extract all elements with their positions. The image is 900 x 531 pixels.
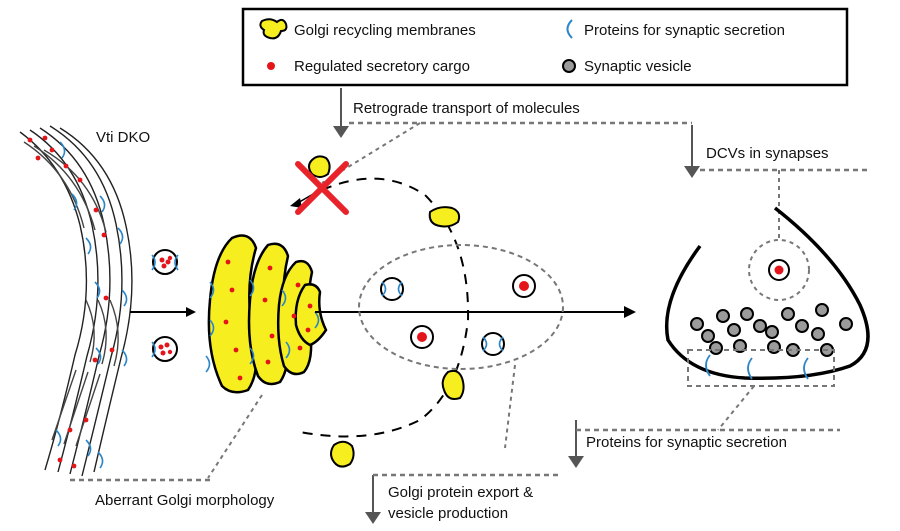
legend: Golgi recycling membranes Proteins for s… [241, 7, 849, 87]
condition-label: Vti DKO [96, 129, 150, 146]
transport-vesicle [152, 249, 178, 275]
golgi-export-label-line1: Golgi protein export & [388, 484, 533, 501]
synaptic-vesicle-icon [562, 59, 576, 73]
golgi-membrane-fragment [428, 206, 461, 228]
aberrant-golgi-annotation: Aberrant Golgi morphology [70, 394, 275, 509]
protein-vesicle [481, 332, 505, 356]
recycling-path [299, 177, 470, 438]
legend-vesicle-label: Synaptic vesicle [584, 58, 692, 75]
retrograde-arrow-head [333, 126, 349, 138]
protein-arrow-head [568, 456, 584, 468]
retrograde-annotation: Retrograde transport of molecules [321, 88, 692, 184]
dcv-highlight [748, 239, 810, 301]
active-zone-pointer [717, 385, 755, 431]
protein-vesicle [380, 277, 404, 301]
dcv-annotation: DCVs in synapses [684, 125, 870, 240]
aberrant-golgi-label: Aberrant Golgi morphology [95, 492, 275, 509]
recycling-loop [290, 155, 470, 468]
legend-golgi-label: Golgi recycling membranes [294, 22, 476, 39]
active-zone-highlight [687, 349, 835, 387]
er-to-golgi-transport [130, 249, 196, 362]
cargo-icon [267, 62, 275, 70]
endoplasmic-reticulum [19, 125, 133, 477]
protein-secretion-label: Proteins for synaptic secretion [586, 434, 787, 451]
vesicle-production-zone [358, 244, 564, 449]
synapse-proteins [705, 354, 809, 380]
er-cargo-dots [27, 135, 115, 469]
presynaptic-membrane [664, 206, 870, 380]
dcv-arrow-head [684, 166, 700, 178]
dense-core-vesicle [512, 274, 536, 298]
legend-frame [241, 7, 849, 87]
dense-core-vesicle [410, 325, 434, 349]
golgi-cargo-dots [223, 259, 313, 381]
synapse [664, 206, 870, 431]
vesicle-zone-outline [358, 244, 564, 370]
golgi-export-annotation: Golgi protein export & vesicle productio… [365, 473, 560, 524]
golgi-membrane-fragment [330, 440, 355, 468]
retrograde-pointer [321, 122, 421, 184]
protein-icon [566, 19, 573, 39]
vesicle-zone-pointer [504, 364, 516, 449]
golgi-membrane-icon [259, 18, 288, 40]
block-cross-icon [295, 161, 349, 215]
aberrant-pointer [207, 394, 263, 479]
legend-cargo-label: Regulated secretory cargo [294, 58, 470, 75]
retrograde-label: Retrograde transport of molecules [353, 100, 580, 117]
synaptic-vesicles [690, 303, 853, 357]
protein-secretion-annotation: Proteins for synaptic secretion [568, 420, 840, 468]
golgi-membrane-fragment [441, 369, 465, 400]
main-arrow-head [624, 306, 636, 318]
golgi-proteins [205, 279, 320, 373]
dcv-label: DCVs in synapses [706, 145, 829, 162]
transport-vesicle [152, 336, 178, 362]
er-proteins [55, 141, 128, 469]
golgi-export-label-line2: vesicle production [388, 505, 508, 522]
main-flow-arrow [315, 306, 636, 318]
golgi-membrane-fragment [308, 155, 331, 178]
export-arrow-head [365, 512, 381, 524]
legend-protein-label: Proteins for synaptic secretion [584, 22, 785, 39]
blocked-arrow-head [290, 198, 302, 208]
golgi-stack [207, 234, 328, 394]
